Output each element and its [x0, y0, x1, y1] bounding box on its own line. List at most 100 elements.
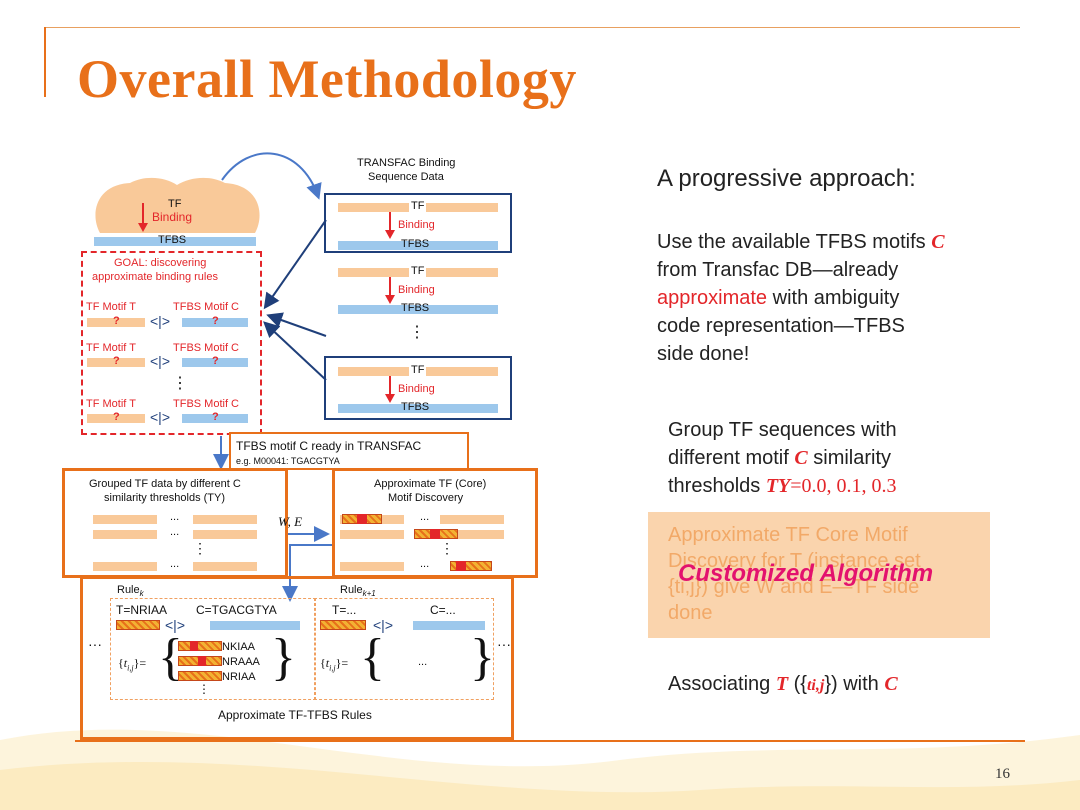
we-label: W, E [278, 514, 303, 529]
approx-vdots: ⋮ [440, 540, 454, 556]
grouped-ellipsis-3: ... [170, 558, 180, 570]
rule-k1-label: Rulek+1 [340, 584, 376, 599]
rule-double-arrow-icon: <|> [165, 617, 185, 633]
rule-c-bar [210, 621, 300, 630]
rule-k-box [110, 598, 316, 700]
question-mark-3b: ? [212, 411, 219, 423]
t1-tfbs-bar [338, 241, 498, 250]
approx-hatch-3 [450, 561, 492, 571]
inst-hatch-3 [178, 671, 222, 681]
transfac-vdots: ⋮ [409, 324, 425, 341]
grouped-bar-3a [93, 562, 157, 571]
rule-k1-t-hatch [320, 620, 366, 630]
t3-tf-label: TF [409, 364, 427, 376]
tf-motif-bar-2 [87, 358, 145, 367]
approx-bar-2b [458, 530, 504, 539]
tfbs-motif-bar-3 [182, 414, 248, 423]
rule-k1-ellipsis: ... [418, 656, 428, 668]
grouped-bar-1b [193, 515, 257, 524]
cloud-tfbs-bar [94, 237, 256, 246]
approx-title-2: Motif Discovery [388, 492, 464, 504]
t1-tf-label: TF [409, 200, 427, 212]
rule-k1-t: T=... [332, 603, 357, 617]
frame-top-line [44, 27, 1020, 28]
transfac-title-1: TRANSFAC Binding [357, 157, 456, 169]
step-3-text: Approximate TF Core Motif Discovery for … [668, 524, 921, 624]
approx-red-2 [430, 529, 440, 539]
tfbs-motif-label-2: TFBS Motif C [173, 342, 240, 354]
step-1-text: Use the available TFBS motifs C from Tra… [657, 231, 945, 365]
rule-k1-c: C=... [430, 603, 456, 617]
transfac-title-2: Sequence Data [368, 171, 444, 183]
grouped-bar-2a [93, 530, 157, 539]
approach-heading: A progressive approach: [657, 165, 916, 192]
grouped-bar-1a [93, 515, 157, 524]
rules-box [80, 576, 514, 740]
tfbs-motif-bar-2 [182, 358, 248, 367]
question-mark-2a: ? [113, 355, 120, 367]
t3-tfbs-label: TFBS [401, 401, 430, 413]
t2-tf-label: TF [409, 265, 427, 277]
page-number: 16 [995, 766, 1010, 782]
approx-red-1 [357, 514, 367, 524]
tf-motif-bar-1 [87, 318, 145, 327]
approx-bar-2a [340, 530, 404, 539]
rule-k1-tij: {ti,j}= [320, 656, 349, 673]
tf-cloud [95, 177, 260, 233]
t1-binding-label: Binding [398, 219, 435, 231]
grouped-bar-3b [193, 562, 257, 571]
instance-vdots: ⋮ [198, 682, 210, 696]
binding-arrow-icon [138, 203, 148, 232]
cloud-binding-label: Binding [152, 210, 193, 224]
double-arrow-icon-1: <|> [150, 313, 170, 329]
cloud-tf-label: TF [168, 198, 182, 210]
rule-k1-box [314, 598, 494, 700]
t1-binding-arrow-icon [385, 212, 395, 239]
t3-binding-arrow-icon [385, 376, 395, 403]
grouped-bar-2b [193, 530, 257, 539]
rules-caption: Approximate TF-TFBS Rules [218, 708, 372, 722]
double-arrow-icon-2: <|> [150, 353, 170, 369]
rule-k1-c-bar [413, 621, 485, 630]
rule-t-hatch [116, 620, 160, 630]
tf-motif-label-2: TF Motif T [86, 342, 136, 354]
tf-motif-label-3: TF Motif T [86, 398, 136, 410]
approx-red-3 [456, 561, 466, 571]
rule-tij: {ti,j}= [118, 656, 147, 673]
goal-text-1: GOAL: discovering [114, 257, 207, 269]
grouped-title-1: Grouped TF data by different C [89, 478, 241, 490]
goal-vdots: ⋮ [172, 375, 188, 392]
step-2-text: Group TF sequences with different motif … [668, 419, 897, 497]
inst-red-2 [198, 656, 206, 666]
rule-c-value: C=TGACGTYA [196, 603, 277, 617]
goal-text-2: approximate binding rules [92, 271, 218, 283]
rule-brace-right: } [271, 629, 296, 686]
grouped-title-2: similarity thresholds (TY) [104, 492, 226, 504]
t2-tfbs-bar [338, 305, 498, 314]
step-4-text: Associating T ({ti,j}) with C [668, 673, 898, 695]
t2-binding-arrow-icon [385, 277, 395, 304]
goal-box [81, 251, 262, 435]
frame-left-line [44, 27, 46, 97]
grouped-ellipsis-1: ... [170, 511, 180, 523]
instance-3: NRIAA [222, 671, 256, 683]
grouped-vdots: ⋮ [193, 540, 207, 556]
t2-tfbs-label: TFBS [401, 302, 430, 314]
rule-k1-double-arrow-icon: <|> [373, 617, 393, 633]
bottom-divider [75, 740, 1025, 742]
t2-binding-label: Binding [398, 284, 435, 296]
step-3-highlight [648, 512, 990, 638]
rule-k1-brace-left: { [360, 629, 385, 686]
rule-k-label: Rulek [117, 584, 144, 599]
rule-t-value: T=NRIAA [116, 603, 168, 617]
tfbs-ready-text-2: e.g. M00041: TGACGTYA [236, 456, 340, 466]
double-arrow-icon-3: <|> [150, 409, 170, 425]
transfac-box-3 [324, 356, 512, 420]
tfbs-ready-text-1: TFBS motif C ready in TRANSFAC [236, 439, 422, 453]
approx-bar-3a [340, 562, 404, 571]
t1-tfbs-label: TFBS [401, 238, 430, 250]
customized-algorithm-label: Customized Algorithm [678, 560, 934, 587]
tf-motif-bar-3 [87, 414, 145, 423]
inst-hatch-1 [178, 641, 222, 651]
